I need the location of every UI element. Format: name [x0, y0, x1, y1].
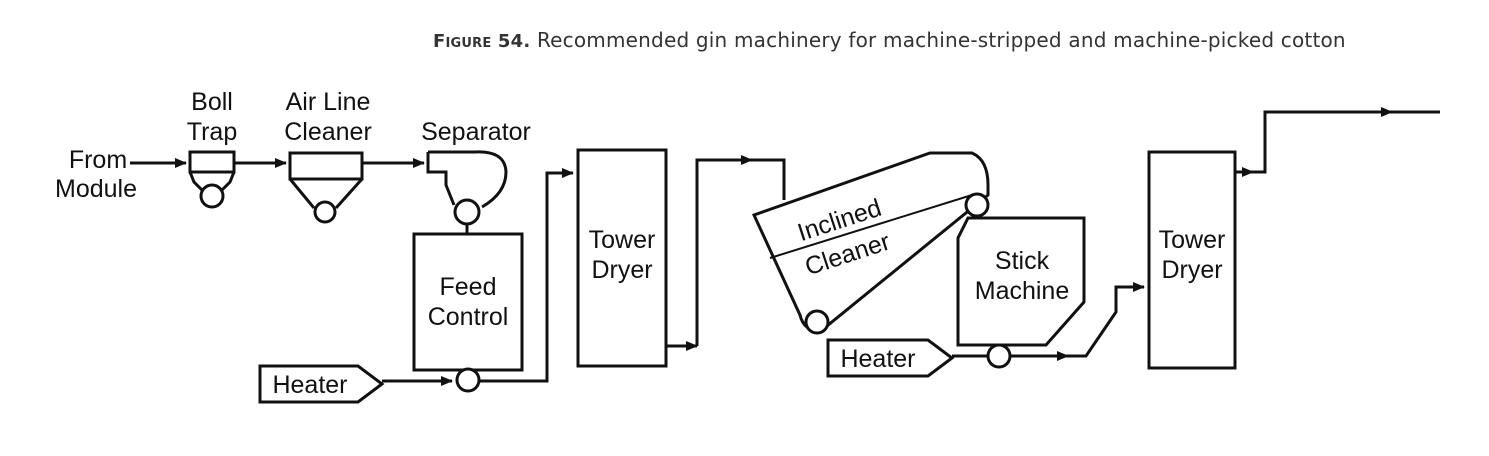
- separator: Separator: [421, 118, 531, 226]
- inclined-cleaner-body: [751, 151, 990, 332]
- feed-control-label-1: Feed: [440, 273, 497, 301]
- air-line-cleaner-label-2: Cleaner: [284, 118, 372, 146]
- figure-caption: Figure 54. Recommended gin machinery for…: [433, 28, 1453, 52]
- figure-label: Figure 54.: [433, 31, 531, 52]
- boll-trap-hopper: [188, 171, 236, 192]
- air-line-cleaner-roller: [313, 200, 337, 224]
- separator-left-wall: [426, 152, 456, 206]
- tower-dryer-1-box: [576, 148, 668, 368]
- from-label: From: [69, 146, 127, 174]
- heater-2: Heater: [826, 338, 955, 378]
- flow-arrow-dryer-1-to-inclined-cleaner: [695, 155, 753, 346]
- tower-dryer-2-label-1: Tower: [1159, 226, 1226, 254]
- flow-line-into-inclined-cleaner: [752, 158, 786, 200]
- air-line-cleaner-label-1: Air Line: [286, 88, 371, 116]
- air-line-cleaner-box: [288, 151, 364, 181]
- separator-label: Separator: [421, 118, 531, 146]
- air-line-cleaner: Air Line Cleaner: [284, 88, 372, 224]
- tower-dryer-2-box: [1147, 150, 1237, 370]
- heater-1: Heater: [258, 364, 385, 404]
- inclined-cleaner-roller-top: [964, 192, 990, 218]
- separator-roller: [453, 198, 481, 226]
- feed-control: Feed Control: [412, 232, 524, 372]
- stick-machine-label-1: Stick: [995, 247, 1050, 275]
- tower-dryer-2: Tower Dryer: [1147, 150, 1237, 370]
- tower-dryer-1-label-1: Tower: [589, 226, 656, 254]
- inclined-cleaner-divider: [769, 194, 973, 259]
- heater-2-shape: [826, 338, 955, 378]
- feed-control-label-2: Control: [428, 303, 509, 331]
- boll-trap-label-1: Boll: [191, 88, 233, 116]
- heater-1-shape: [258, 364, 385, 404]
- fan-roller-1: [455, 367, 481, 393]
- tower-dryer-2-label-2: Dryer: [1161, 256, 1222, 284]
- air-line-cleaner-hopper: [288, 177, 364, 210]
- stick-machine-box: [956, 216, 1086, 347]
- inclined-cleaner-roller-bottom: [804, 309, 830, 335]
- heater-2-label: Heater: [840, 345, 915, 373]
- boll-trap-box: [188, 150, 236, 174]
- flow-arrow-to-tower-dryer-2: [1068, 282, 1145, 358]
- boll-trap-roller: [199, 183, 225, 209]
- tower-dryer-1-label-2: Dryer: [591, 256, 652, 284]
- flow-arrow-to-tower-dryer-1: [479, 168, 574, 383]
- stick-machine: Stick Machine: [956, 216, 1086, 347]
- feed-control-box: [412, 232, 524, 372]
- boll-trap: Boll Trap: [187, 88, 237, 209]
- module-label: Module: [55, 175, 137, 203]
- tower-dryer-1: Tower Dryer: [576, 148, 668, 368]
- fan-roller-2: [986, 343, 1012, 369]
- heater-1-label: Heater: [272, 371, 347, 399]
- flow-arrow-exit: [1253, 107, 1393, 174]
- inclined-cleaner: Inclined Cleaner: [751, 151, 990, 335]
- stick-machine-label-2: Machine: [975, 277, 1070, 305]
- boll-trap-label-2: Trap: [187, 118, 237, 146]
- figure-caption-text: Recommended gin machinery for machine-st…: [536, 28, 1346, 52]
- separator-right-wall: [428, 150, 508, 209]
